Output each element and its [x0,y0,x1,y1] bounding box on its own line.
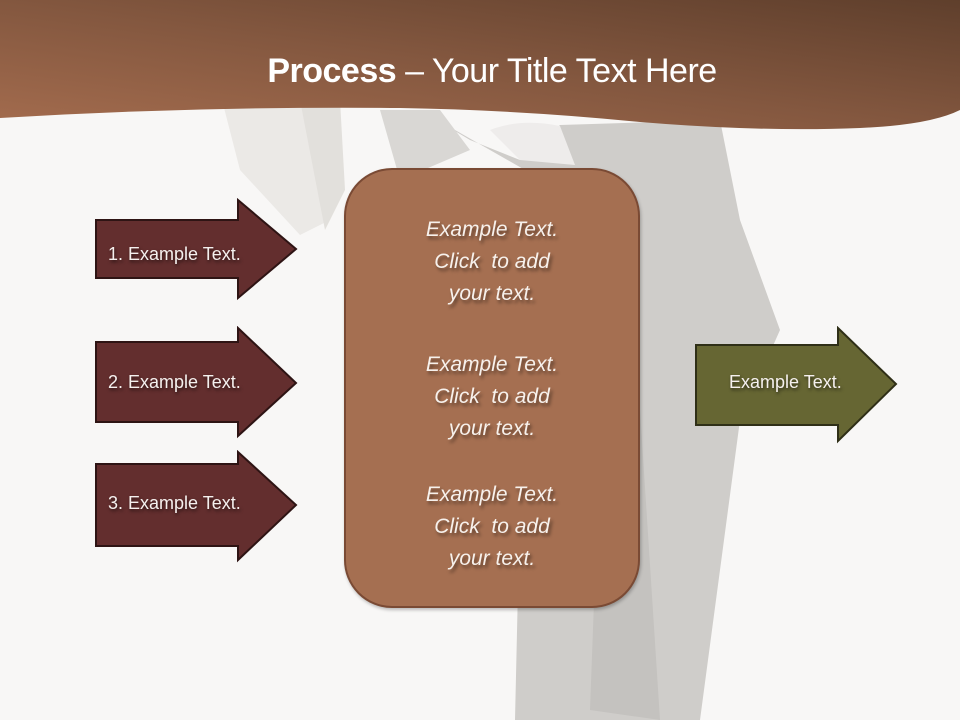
page-title[interactable]: Process – Your Title Text Here [0,52,960,91]
title-bold: Process [267,52,397,90]
process-text-line: Example Text. [425,353,559,376]
process-text-line: Click to add [434,250,550,273]
process-text-line: your text. [448,417,536,440]
output-arrow-label: Example Text. [729,372,842,392]
process-text-block-1[interactable]: Example Text. Click to add your text. [346,214,638,310]
title-banner [0,0,960,130]
right-arrow-shape [695,326,898,444]
right-arrow-shape [95,198,298,301]
process-text-line: Click to add [434,385,550,408]
title-rest: – Your Title Text Here [396,52,717,90]
process-text-line: your text. [448,282,536,305]
process-text-line: Click to add [434,515,550,538]
right-arrow-shape [95,326,298,439]
right-arrow-shape [95,450,298,563]
process-text-line: Example Text. [425,483,559,506]
process-text-line: your text. [448,547,536,570]
input-arrow-2-label: 2. Example Text. [108,372,241,392]
process-text-line: Example Text. [425,218,559,241]
process-text-block-3[interactable]: Example Text. Click to add your text. [346,479,638,575]
input-arrow-1-label: 1. Example Text. [108,244,241,264]
process-box[interactable]: Example Text. Click to add your text. Ex… [344,168,640,608]
input-arrow-3-label: 3. Example Text. [108,493,241,513]
process-text-block-2[interactable]: Example Text. Click to add your text. [346,349,638,445]
